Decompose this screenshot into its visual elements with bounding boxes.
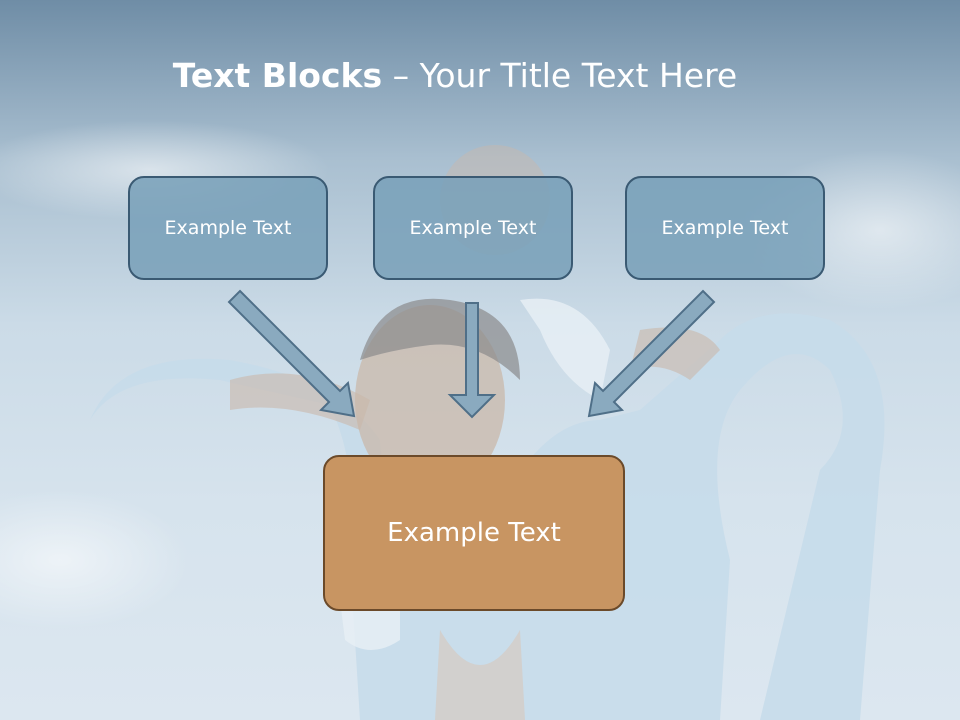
text-block-2-label: Example Text (409, 217, 537, 239)
arrow-left (227, 289, 356, 418)
title-bold: Text Blocks (172, 56, 383, 95)
title-rest: Your Title Text Here (419, 56, 738, 95)
arrow-right (587, 289, 716, 418)
title-dash: – (382, 56, 420, 95)
target-block-label: Example Text (387, 518, 561, 548)
target-block[interactable]: Example Text (323, 455, 625, 611)
text-block-3-label: Example Text (661, 217, 789, 239)
text-block-3[interactable]: Example Text (625, 176, 825, 280)
text-block-2[interactable]: Example Text (373, 176, 573, 280)
arrow-center (447, 302, 497, 419)
text-block-1[interactable]: Example Text (128, 176, 328, 280)
text-block-1-label: Example Text (164, 217, 292, 239)
slide-title: Text Blocks – Your Title Text Here (0, 52, 960, 100)
